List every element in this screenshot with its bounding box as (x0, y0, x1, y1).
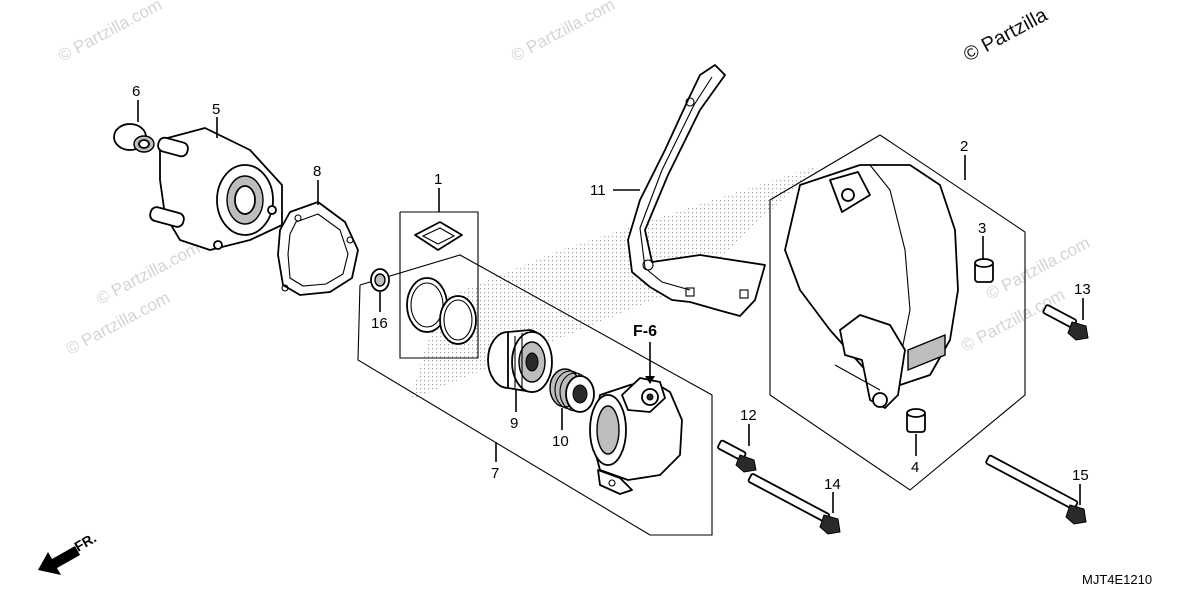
part-4-collar (906, 408, 926, 433)
callout-8: 8 (313, 163, 321, 180)
part-5-housing (149, 127, 283, 251)
watermark-5: © Partzilla.com (958, 285, 1068, 356)
group-outlines (357, 134, 1026, 536)
callout-1: 1 (434, 171, 442, 188)
callout-6: 6 (132, 83, 140, 100)
part-1-kit (406, 221, 477, 345)
part-10-spring (549, 368, 595, 413)
callout-15: 15 (1072, 467, 1089, 484)
part-11-gasket (627, 64, 766, 317)
part-15-bolt (985, 454, 1087, 525)
part-6-cap (113, 123, 155, 153)
front-indicator: FR. (38, 529, 99, 575)
callout-4: 4 (911, 459, 919, 476)
part-3-collar (974, 258, 994, 283)
callout-3: 3 (978, 220, 986, 237)
callout-2: 2 (960, 138, 968, 155)
leader-lines (137, 100, 1084, 513)
callout-9: 9 (510, 415, 518, 432)
callout-11: 11 (590, 182, 606, 199)
watermark-2: © Partzilla.com (508, 0, 618, 66)
reference-label: F-6 (633, 323, 657, 340)
callout-7: 7 (491, 465, 499, 482)
callouts: 6 5 8 1 16 11 2 3 4 9 10 7 12 14 13 15 F… (132, 83, 1091, 493)
part-14-bolt (747, 473, 841, 535)
part-16-seal (370, 268, 390, 292)
watermark-1: © Partzilla.com (55, 0, 165, 66)
front-arrow-icon (38, 546, 80, 575)
callout-12: 12 (740, 407, 757, 424)
part-8-gasket (277, 201, 359, 296)
group-7-box (357, 254, 713, 536)
group-2-box (769, 134, 1026, 491)
reference-arrowhead (645, 376, 655, 384)
callout-14: 14 (824, 476, 841, 493)
part-7-cylinder (589, 377, 683, 495)
part-9-piston (487, 329, 553, 393)
part-13-bolt (1042, 304, 1089, 341)
callout-10: 10 (552, 433, 569, 450)
part-2-cover (784, 164, 959, 409)
part-12-bolt (717, 439, 757, 473)
corner-watermark: © Partzilla (960, 4, 1052, 67)
diagram-code: MJT4E1210 (1082, 572, 1152, 587)
callout-13: 13 (1074, 281, 1091, 298)
callout-16: 16 (371, 315, 388, 332)
callout-5: 5 (212, 101, 220, 118)
group-1-box (399, 211, 479, 359)
